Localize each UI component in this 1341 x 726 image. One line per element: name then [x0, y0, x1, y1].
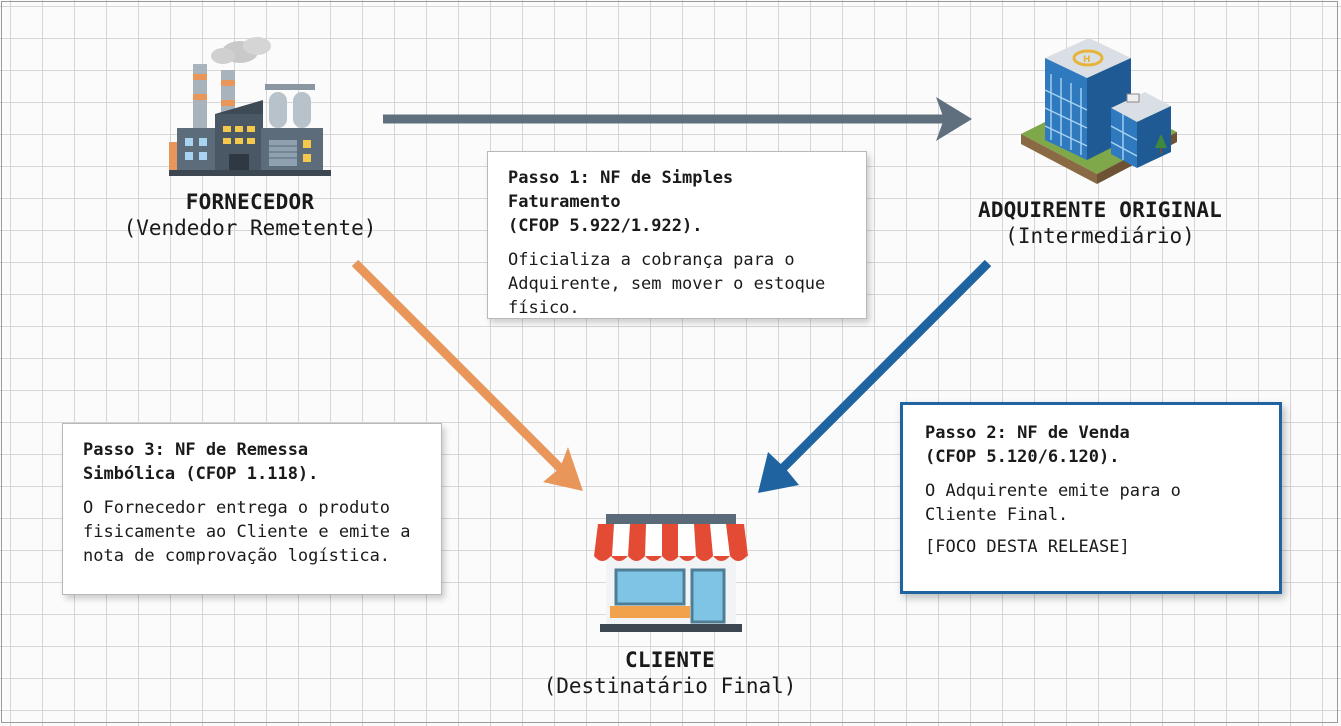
card-passo1: Passo 1: NF de Simples Faturamento (CFOP… — [487, 151, 867, 319]
node-fornecedor-subtitle: (Vendedor Remetente) — [123, 216, 377, 240]
card-passo3-title-line2: Simbólica (CFOP 1.118). — [83, 464, 319, 484]
card-passo3-title-line1: Passo 3: NF de Remessa — [83, 440, 309, 460]
arrow-passo1 — [383, 97, 972, 141]
storefront-icon — [594, 514, 748, 632]
card-passo3: Passo 3: NF de Remessa Simbólica (CFOP 1… — [62, 423, 442, 595]
card-passo2-focus-tag: [FOCO DESTA RELEASE] — [925, 537, 1130, 557]
card-passo1-title-line1: Passo 1: NF de Simples Faturamento — [508, 168, 734, 212]
card-passo1-body: Oficializa a cobrança para o Adquirente,… — [508, 250, 826, 318]
arrow-passo2 — [758, 259, 992, 493]
card-passo2-body: O Adquirente emite para o Cliente Final. — [925, 481, 1181, 525]
factory-icon — [169, 37, 331, 176]
node-fornecedor: FORNECEDOR (Vendedor Remetente) — [98, 190, 402, 240]
arrow-passo3 — [351, 259, 583, 491]
card-passo2-title-line1: Passo 2: NF de Venda — [925, 423, 1130, 443]
node-cliente-title: CLIENTE — [625, 648, 715, 672]
node-cliente: CLIENTE (Destinatário Final) — [520, 648, 820, 698]
node-adquirente-subtitle: (Intermediário) — [1005, 224, 1195, 248]
card-passo1-title-line2: (CFOP 5.922/1.922). — [508, 216, 703, 236]
card-passo2-title-line2: (CFOP 5.120/6.120). — [925, 447, 1120, 467]
svg-text:H: H — [1083, 55, 1091, 65]
card-passo2: Passo 2: NF de Venda (CFOP 5.120/6.120).… — [900, 402, 1282, 594]
node-adquirente: ADQUIRENTE ORIGINAL (Intermediário) — [940, 198, 1260, 248]
node-adquirente-title: ADQUIRENTE ORIGINAL — [977, 198, 1223, 222]
office-building-icon: H — [1021, 38, 1177, 184]
card-passo3-body: O Fornecedor entrega o produto fisicamen… — [83, 498, 411, 566]
node-fornecedor-title: FORNECEDOR — [185, 190, 315, 214]
node-cliente-subtitle: (Destinatário Final) — [543, 674, 797, 698]
